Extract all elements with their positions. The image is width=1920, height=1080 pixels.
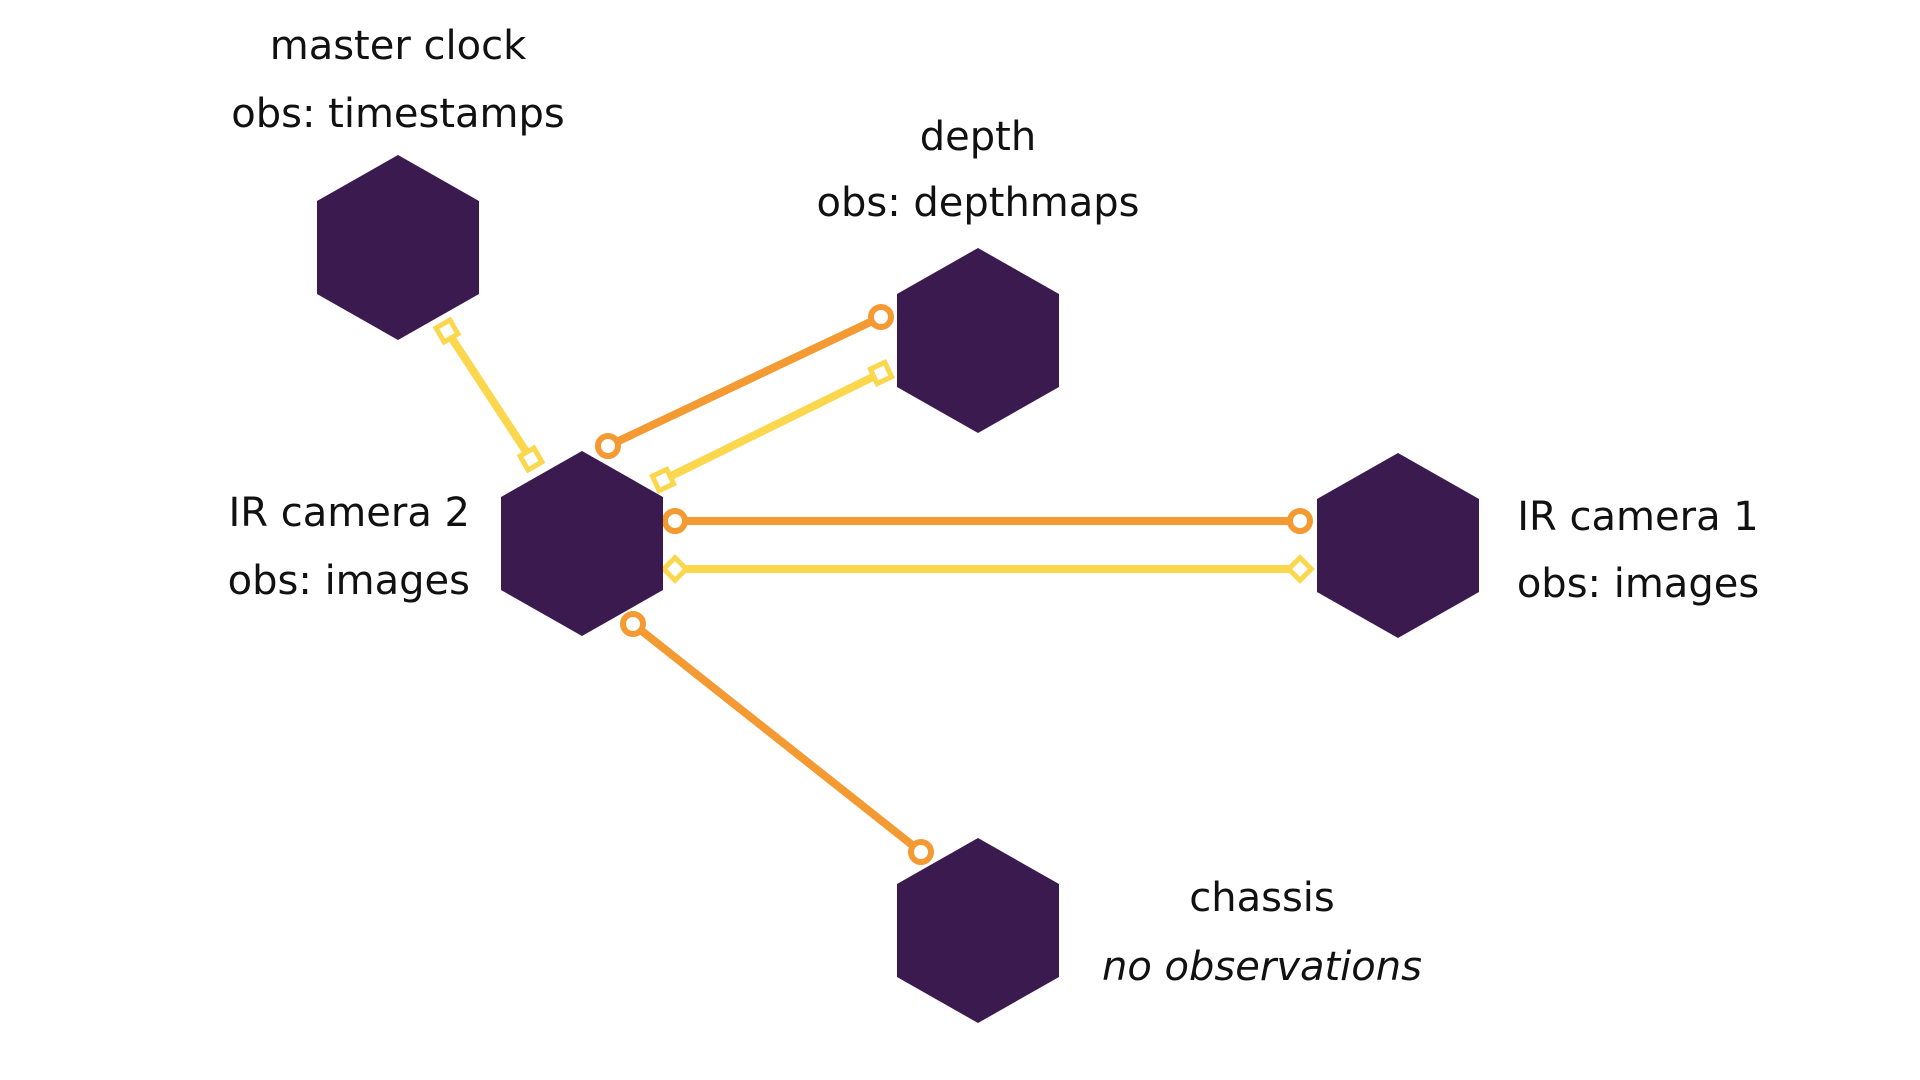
- ir-camera-2-name-label: IR camera 2: [228, 490, 470, 536]
- ir-camera-2-node-hexagon-icon: [501, 451, 663, 636]
- edge-ir-camera-2-ir-camera-1-yellow: [660, 554, 1315, 584]
- diamond-endpoint-icon: [660, 554, 690, 584]
- circle-endpoint-icon: [662, 508, 688, 534]
- diamond-endpoint-icon: [516, 444, 546, 474]
- chassis-name-label: chassis: [1189, 875, 1335, 921]
- labels: master clock obs: timestamps depth obs: …: [228, 23, 1759, 990]
- edge-line: [604, 313, 885, 450]
- circle-endpoint-icon: [595, 433, 621, 459]
- diamond-endpoint-icon: [867, 359, 895, 387]
- edge-master-clock-ir-camera-2-yellow: [432, 316, 546, 474]
- edges: [432, 304, 1315, 865]
- master-clock-node-hexagon-icon: [317, 155, 479, 340]
- master-clock-name-label: master clock: [270, 23, 527, 69]
- circle-endpoint-icon: [908, 839, 934, 865]
- master-clock-obs-label: obs: timestamps: [231, 91, 565, 137]
- ir-camera-1-name-label: IR camera 1: [1517, 494, 1759, 540]
- ir-camera-1-obs-label: obs: images: [1517, 561, 1759, 607]
- edge-ir-camera-2-chassis-orange: [620, 611, 934, 865]
- edge-ir-camera-2-depth-yellow: [649, 359, 895, 494]
- diamond-endpoint-icon: [1285, 554, 1315, 584]
- depth-name-label: depth: [920, 114, 1036, 160]
- depth-node-hexagon-icon: [897, 248, 1059, 433]
- chassis-obs-label: no observations: [1102, 944, 1422, 990]
- circle-endpoint-icon: [620, 611, 646, 637]
- ir-camera-2-obs-label: obs: images: [228, 558, 470, 604]
- ir-camera-1-node-hexagon-icon: [1317, 453, 1479, 638]
- circle-endpoint-icon: [868, 304, 894, 330]
- diamond-endpoint-icon: [649, 466, 677, 494]
- edge-ir-camera-2-depth-orange: [595, 304, 894, 459]
- nodes: [317, 155, 1479, 1023]
- diamond-endpoint-icon: [432, 316, 462, 346]
- edge-line: [629, 620, 925, 856]
- edge-line: [659, 369, 885, 484]
- edge-line: [443, 327, 535, 463]
- circle-endpoint-icon: [1287, 508, 1313, 534]
- edge-ir-camera-2-ir-camera-1-orange: [662, 508, 1313, 534]
- chassis-node-hexagon-icon: [897, 838, 1059, 1023]
- depth-obs-label: obs: depthmaps: [816, 180, 1139, 226]
